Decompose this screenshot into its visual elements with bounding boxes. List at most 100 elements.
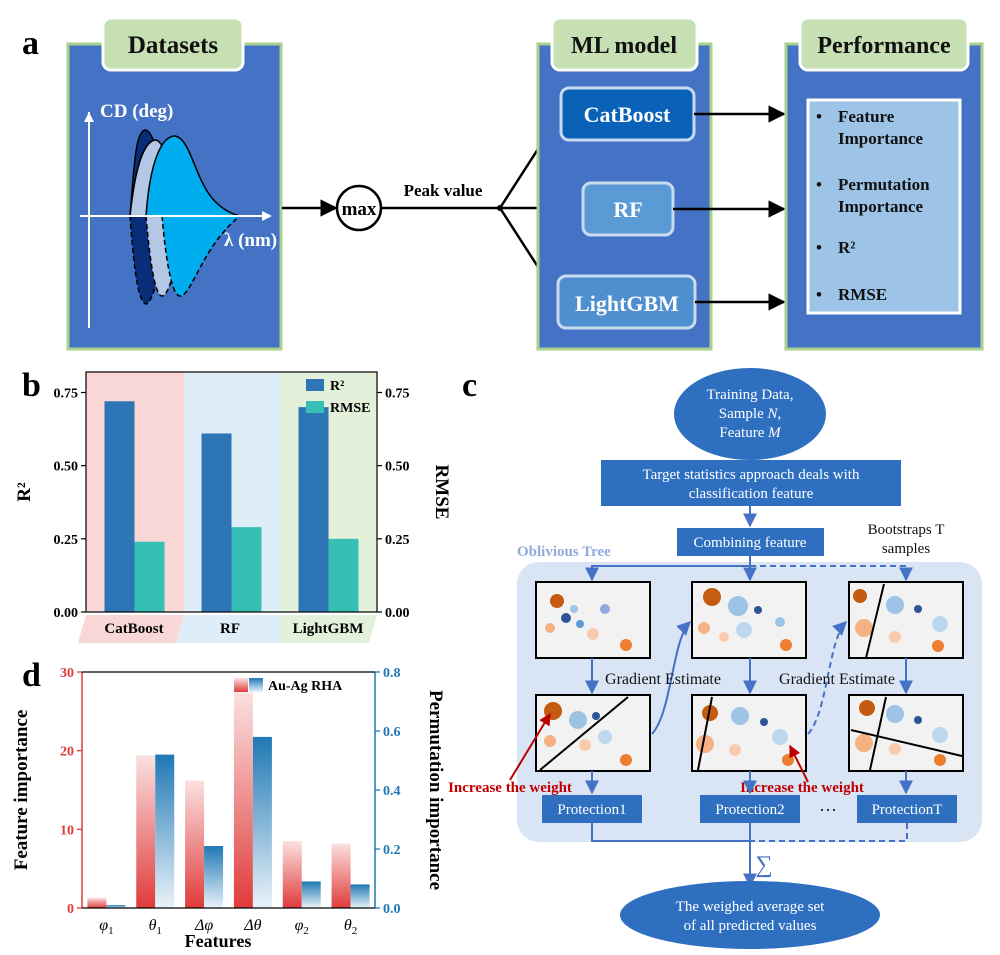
- bar-permutation-importance-2: [204, 846, 224, 908]
- bar-permutation-importance-3: [252, 736, 272, 908]
- y2-tick-label-b: 0.50: [385, 460, 410, 475]
- target-stats-line-2: classification feature: [689, 486, 814, 502]
- combining-label: Combining feature: [694, 535, 807, 551]
- perf-item-2-line2: Importance: [838, 197, 923, 216]
- y-tick-label-d: 20: [60, 745, 74, 760]
- ml-model-title: ML model: [571, 33, 677, 59]
- legend-swatch-red: [234, 678, 248, 692]
- label-bg-rf: [176, 615, 281, 643]
- split-line-3b: [850, 729, 963, 757]
- category-label-d-2: Δφ: [194, 917, 213, 934]
- y2-tick-label-d: 0.0: [383, 902, 401, 917]
- split-line-1: [539, 696, 629, 771]
- lambda-axis-arrow: [262, 211, 272, 221]
- y-axis-label-d: Feature importance: [11, 710, 32, 871]
- protection-box-3: [857, 795, 957, 823]
- performance-title: Performance: [817, 33, 951, 59]
- combining-box: [677, 528, 824, 556]
- split-line-3a: [869, 696, 887, 771]
- performance-header: [798, 16, 970, 72]
- bar-feature-importance-4: [282, 841, 302, 908]
- panel-label-c: c: [462, 367, 477, 404]
- arrow-combining-tree3: [750, 565, 913, 582]
- bar-feature-importance-0: [87, 897, 107, 908]
- bar-permutation-importance-5: [350, 884, 370, 908]
- cd-axis-arrow: [84, 112, 94, 122]
- panel-label-b: b: [22, 367, 41, 404]
- gradient-arrow-1: [651, 621, 691, 735]
- target-stats-box: [601, 460, 901, 506]
- y-tick-label-b: 0.25: [54, 533, 79, 548]
- perf-item-2-line1: Permutation: [838, 175, 930, 194]
- output-line-2: of all predicted values: [684, 918, 817, 934]
- increase-weight-label-2: Increase the weight: [740, 780, 864, 796]
- spectrum-valley-3: [161, 215, 243, 297]
- label-bg-lightgbm: [281, 615, 377, 643]
- protection-2: Protection2: [715, 802, 784, 818]
- increase-weight-arrow-2: [789, 744, 809, 783]
- training-line-1: Training Data,: [707, 387, 794, 403]
- panel-label-d: d: [22, 657, 41, 694]
- bar-r2-lightgbm: [298, 407, 329, 612]
- arrow-combining-tree1: [585, 565, 750, 582]
- y-tick-label-b: 0.50: [54, 460, 79, 475]
- bar-r2-catboost: [104, 401, 135, 612]
- y2-tick-label-d: 0.4: [383, 784, 401, 799]
- protection-ellipsis: ···: [819, 800, 837, 820]
- output-node: [620, 881, 880, 949]
- y2-tick-label-d: 0.8: [383, 666, 401, 681]
- y2-axis-label-d: Permutation importance: [425, 690, 446, 890]
- bar-permutation-importance-0: [106, 905, 126, 908]
- bar-feature-importance-1: [136, 755, 156, 908]
- y2-tick-label-d: 0.6: [383, 725, 401, 740]
- bars-b: [104, 401, 359, 612]
- protection-1: Protection1: [557, 802, 626, 818]
- bar-feature-importance-3: [233, 692, 253, 908]
- perf-item-1-line2: Importance: [838, 129, 923, 148]
- y2-axis-label-b: RMSE: [431, 465, 452, 520]
- max-label: max: [342, 199, 377, 220]
- bars-d: [87, 692, 370, 908]
- merge-line-3: [750, 823, 908, 842]
- increase-weight-label-1: Increase the weight: [448, 780, 572, 796]
- protection-box-2: [700, 795, 800, 823]
- training-data-node: [674, 368, 826, 460]
- cd-axis-label: CD (deg): [100, 101, 173, 122]
- y-tick-label-b: 0.00: [54, 606, 79, 621]
- legend-r2: R²: [330, 379, 344, 394]
- perf-item-4: RMSE: [838, 285, 887, 304]
- y-tick-label-b: 0.75: [54, 386, 79, 401]
- datasets-title: Datasets: [128, 32, 219, 59]
- category-label-d-0: φ1: [99, 917, 113, 937]
- category-label-lightgbm: LightGBM: [293, 621, 364, 637]
- output-line-1: The weighed average set: [676, 899, 826, 915]
- legend-au-ag: Au-Ag RHA: [268, 679, 343, 694]
- category-label-d-5: θ2: [344, 917, 357, 937]
- spectrum-peak-3: [145, 135, 241, 217]
- legend-swatch-blue: [249, 678, 263, 692]
- split-line-2: [697, 696, 713, 771]
- bar-rmse-catboost: [134, 541, 165, 612]
- perf-bullet-3: •: [816, 238, 822, 257]
- training-line-2: Sample N,: [719, 406, 782, 422]
- datasets-header: [101, 16, 245, 72]
- x-axis-label-d: Features: [185, 931, 252, 951]
- perf-bullet-4: •: [816, 285, 822, 304]
- perf-item-3: R²: [838, 238, 855, 257]
- plot-frame-b: [85, 371, 378, 613]
- oblivious-tree-label: Oblivious Tree: [517, 544, 611, 560]
- merge-line-1: [591, 823, 750, 842]
- model-lightgbm: LightGBM: [575, 291, 679, 316]
- bar-rmse-rf: [231, 527, 262, 612]
- y-tick-label-d: 10: [60, 823, 74, 838]
- bar-permutation-importance-4: [301, 881, 321, 908]
- y-axis-label-b: R²: [14, 482, 35, 502]
- y-tick-label-d: 30: [60, 666, 74, 681]
- y2-tick-label-b: 0.25: [385, 533, 410, 548]
- legend-swatch-r2: [306, 379, 324, 391]
